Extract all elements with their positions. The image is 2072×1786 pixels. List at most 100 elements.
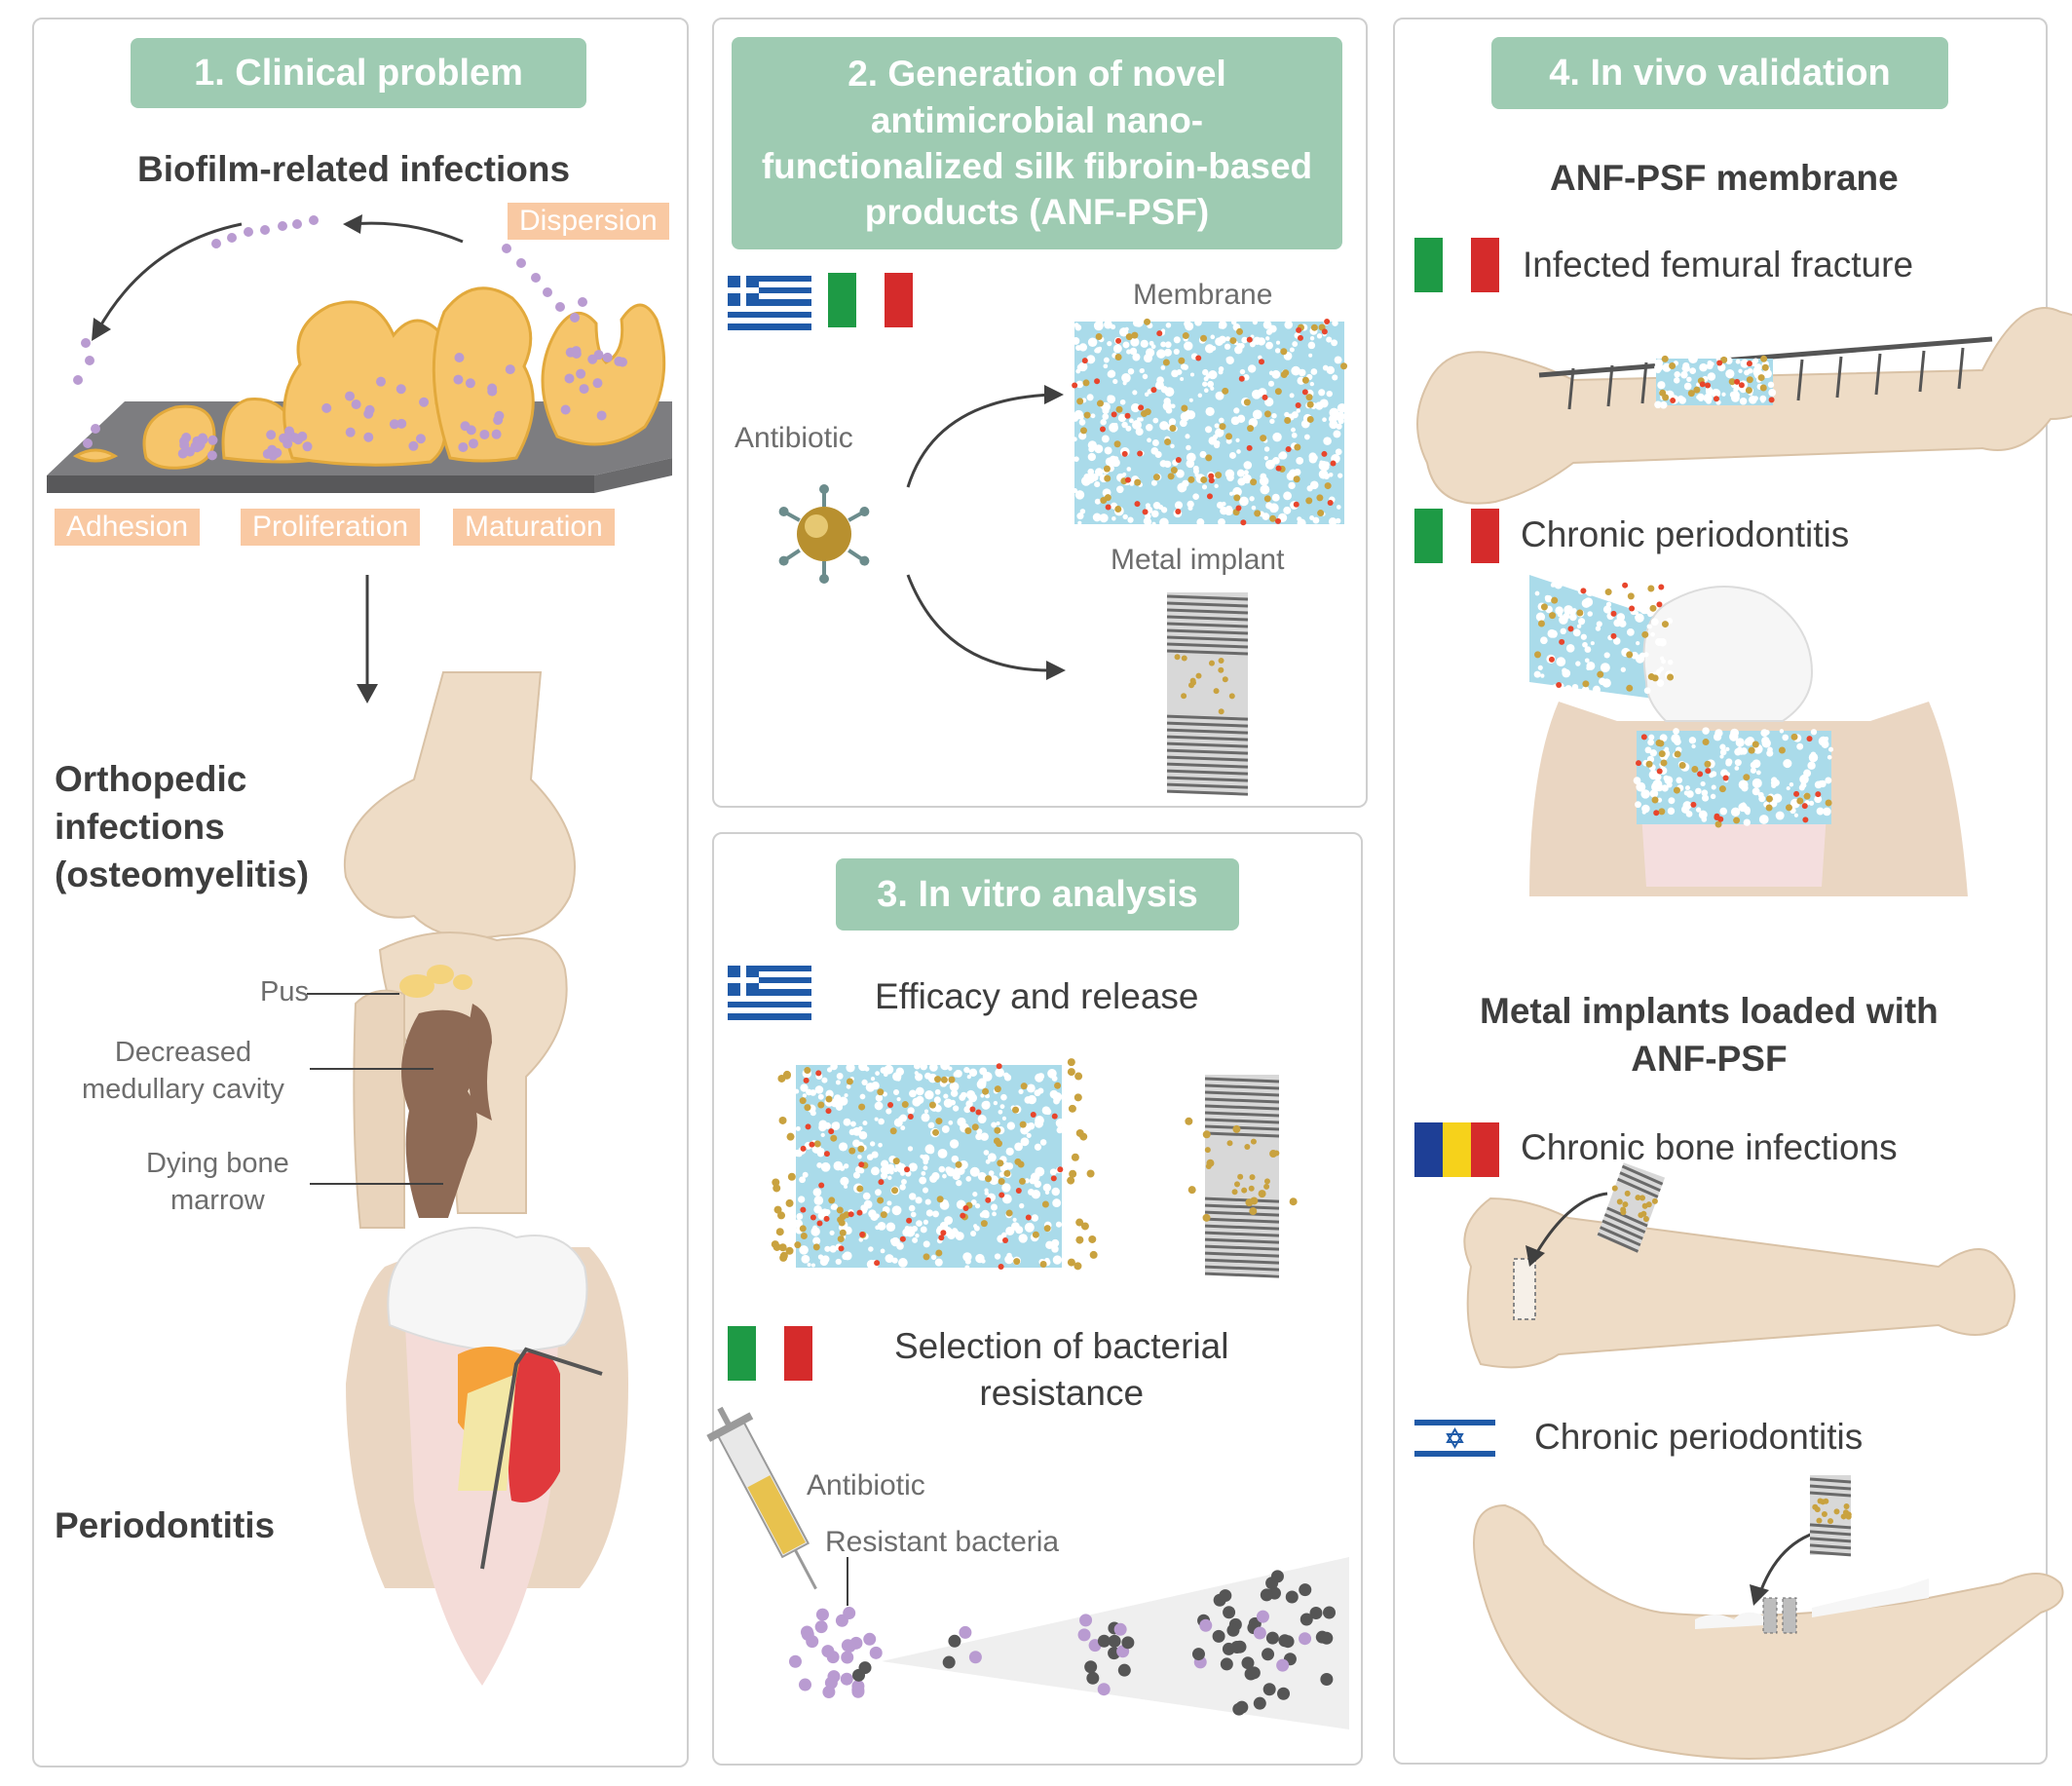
nanoparticle-dot: [1169, 424, 1177, 432]
fibroin-speck: [1034, 1119, 1044, 1128]
nanoparticle-dot: [985, 1175, 993, 1183]
nanoparticle-dot: [1651, 796, 1659, 804]
fibroin-speck: [1288, 481, 1296, 490]
label-medullary-line: medullary cavity: [82, 1073, 284, 1105]
nanoparticle-dot: [1144, 318, 1151, 325]
fibroin-speck: [908, 1162, 918, 1172]
antibiotic-dot: [1195, 355, 1202, 361]
fibroin-speck: [1336, 505, 1341, 510]
bacterium: [614, 356, 624, 366]
nanoparticle-dot: [804, 1067, 811, 1075]
nanoparticle-highlight: [805, 514, 828, 538]
antibiotic-dot: [878, 1179, 885, 1186]
antibody-tip: [819, 484, 829, 494]
antibiotic-dot: [1802, 817, 1809, 823]
fibroin-speck: [923, 1109, 929, 1114]
nanoparticle-dot: [1144, 408, 1151, 416]
bacteria-clusters: [788, 1570, 1337, 1716]
panel2-title-line: antimicrobial nano-: [870, 99, 1204, 140]
fibroin-speck: [923, 1159, 928, 1165]
biofilm-cycle-arrows: [95, 221, 464, 332]
fibroin-speck: [1691, 743, 1696, 749]
antibody-tip: [859, 555, 870, 566]
fibroin-speck: [1750, 396, 1754, 400]
nanoparticle-dot: [1785, 804, 1792, 812]
fibroin-speck: [1151, 439, 1159, 446]
fibroin-speck: [1170, 403, 1176, 409]
fibroin-speck: [919, 1176, 927, 1185]
bacterium: [516, 258, 526, 268]
nanoparticle-dot: [1134, 478, 1142, 486]
label-marrow-line: Dying bone: [146, 1148, 289, 1179]
fibroin-speck: [1650, 618, 1659, 627]
implant-thread: [1619, 1171, 1661, 1193]
fibroin-speck: [1268, 503, 1279, 513]
bacterium: [587, 354, 598, 364]
fibroin-speck: [1786, 786, 1790, 791]
implant-thread: [1617, 1177, 1659, 1198]
fibroin-speck: [972, 1191, 978, 1197]
bacterium: [1121, 1636, 1135, 1650]
nanoparticle-dot: [998, 1178, 1005, 1186]
implant-thread: [1204, 1217, 1280, 1224]
fibroin-speck: [1194, 318, 1202, 326]
fibroin-speck: [1211, 345, 1217, 352]
fibroin-speck: [1789, 781, 1794, 787]
fibroin-speck: [1633, 589, 1641, 598]
arrowhead: [1046, 661, 1066, 680]
fibroin-speck: [844, 1093, 848, 1098]
bacterium: [458, 441, 469, 452]
fibroin-speck: [1053, 1097, 1060, 1105]
fibroin-speck: [1743, 818, 1751, 826]
fibroin-speck: [1164, 351, 1170, 357]
fibroin-speck: [914, 1071, 919, 1076]
metal-implant-label: Metal implant: [1111, 544, 1285, 576]
nanoparticle-dot: [794, 1241, 802, 1249]
fibroin-speck: [1800, 781, 1807, 788]
fibroin-speck: [976, 1128, 983, 1135]
bacterium: [1262, 1648, 1275, 1661]
antibiotic-dot: [874, 1260, 881, 1267]
nanoparticle-dot: [1284, 416, 1292, 424]
bacterium: [408, 440, 419, 451]
nanoparticle-dot: [838, 1219, 846, 1227]
knee-leader-lines: [307, 993, 443, 1185]
fibroin-speck: [990, 1203, 998, 1211]
fibroin-speck: [938, 1165, 946, 1173]
nanoparticle-dot: [1658, 750, 1666, 758]
fibroin-speck: [1094, 348, 1100, 354]
fibroin-speck: [843, 1163, 849, 1169]
fibroin-speck: [1767, 381, 1775, 389]
nanoparticle-dot: [901, 1101, 909, 1109]
nanoparticle-dot: [1247, 425, 1255, 433]
bacterium: [841, 1651, 854, 1664]
fibroin-speck: [1241, 336, 1248, 344]
nanoparticle-dot: [1821, 1510, 1827, 1517]
nanoparticle-dot: [1293, 475, 1300, 483]
fibroin-speck: [1199, 450, 1207, 459]
fibroin-speck: [1674, 371, 1681, 378]
nanoparticle-dot: [1181, 404, 1188, 412]
fibroin-speck: [1309, 336, 1315, 341]
released-nanoparticle: [772, 1242, 781, 1251]
fibroin-speck: [899, 1184, 906, 1191]
fibroin-speck: [1808, 752, 1819, 763]
fibroin-speck: [831, 1121, 841, 1131]
biofilm-bacteria: [177, 346, 628, 461]
nanoparticle-dot: [955, 1160, 962, 1168]
fibroin-speck: [798, 1196, 806, 1203]
fibroin-speck: [1680, 370, 1688, 379]
fibroin-speck: [1721, 392, 1726, 397]
fibroin-speck: [1275, 340, 1281, 345]
fibroin-speck: [1052, 1198, 1062, 1208]
fibroin-speck: [1233, 407, 1240, 414]
fibroin-speck: [880, 1248, 885, 1254]
antibiotic-dot: [960, 1212, 966, 1219]
label-marrow: Dying bone marrow: [146, 1146, 289, 1219]
metal-implants-heading-line: Metal implants loaded with: [1480, 991, 1939, 1031]
antibiotic-dot: [1658, 584, 1665, 590]
fibroin-speck: [1646, 624, 1652, 629]
fibroin-speck: [1214, 423, 1220, 429]
implant-thread: [1809, 1537, 1852, 1543]
